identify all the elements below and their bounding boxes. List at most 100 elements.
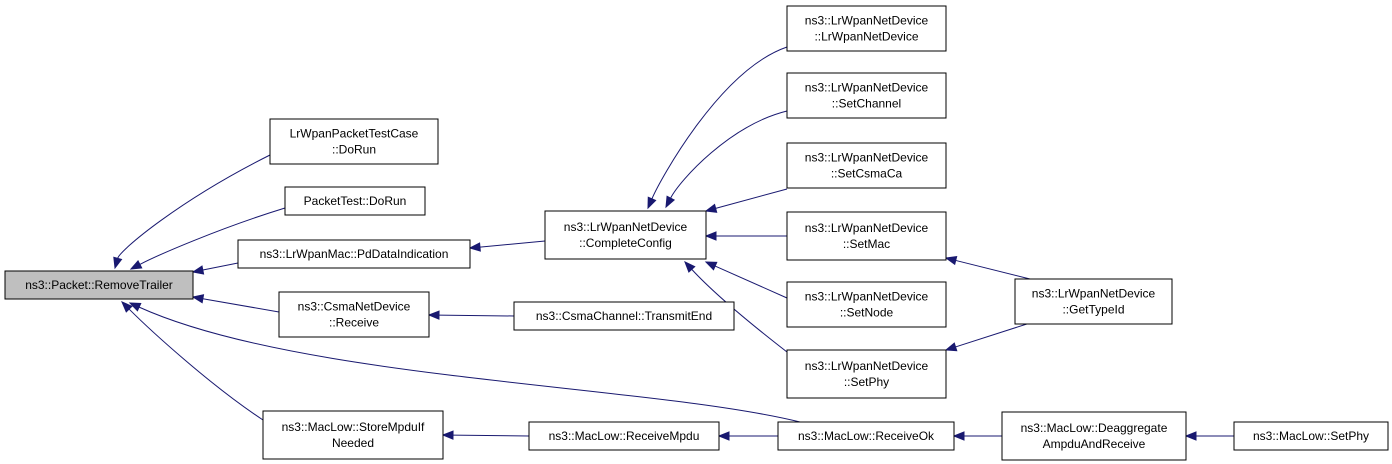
- node-set-node[interactable]: ns3::LrWpanNetDevice::SetNode: [786, 281, 947, 328]
- node-label-line: ::CompleteConfig: [579, 236, 672, 250]
- node-box: [777, 421, 955, 451]
- edge-arrowhead: [129, 259, 143, 270]
- node-receive-ok[interactable]: ns3::MacLow::ReceiveOk: [777, 421, 955, 451]
- node-label-line: ns3::LrWpanNetDevice: [564, 220, 688, 234]
- edge-arrowhead: [952, 431, 965, 441]
- edge-set_channel-to-complete_config: [665, 110, 788, 209]
- edge-packet_test-to-remove_trailer: [129, 207, 286, 270]
- node-box: [786, 142, 947, 189]
- node-label-line: ns3::LrWpanNetDevice: [805, 14, 929, 28]
- node-box: [786, 5, 947, 52]
- node-label-line: ns3::MacLow::Deaggregate: [1021, 421, 1168, 435]
- node-label-line: ns3::MacLow::StoreMpduIf: [282, 420, 425, 434]
- node-box: [4, 270, 194, 300]
- node-box: [1001, 411, 1187, 461]
- node-set-csmaca[interactable]: ns3::LrWpanNetDevice::SetCsmaCa: [786, 142, 947, 189]
- node-label-line: LrWpanPacketTestCase: [290, 127, 419, 141]
- node-lrwpan-packet-test[interactable]: LrWpanPacketTestCase::DoRun: [269, 118, 439, 165]
- edge-set_csmaca-to-complete_config: [704, 188, 788, 213]
- edge-arrowhead: [704, 231, 717, 241]
- node-get-type-id[interactable]: ns3::LrWpanNetDevice::GetTypeId: [1014, 278, 1173, 325]
- node-complete-config[interactable]: ns3::LrWpanNetDevice::CompleteConfig: [544, 210, 707, 260]
- edge-line: [651, 46, 788, 200]
- node-label-line: Needed: [332, 436, 374, 450]
- edge-line: [452, 434, 530, 437]
- edge-receive_ok-to-remove_trailer: [128, 302, 801, 423]
- node-box: [786, 281, 947, 328]
- edge-arrowhead: [647, 196, 657, 210]
- node-label-line: ::SetMac: [843, 237, 890, 251]
- edge-arrowhead: [427, 310, 440, 320]
- node-label-line: ns3::LrWpanNetDevice: [805, 359, 929, 373]
- node-box: [262, 410, 444, 460]
- edge-store_mpdu-to-remove_trailer: [121, 301, 264, 421]
- edge-deaggregate-to-receive_ok: [952, 431, 1002, 441]
- edge-transmit_end-to-csma_receive: [427, 310, 515, 320]
- edge-line: [670, 110, 788, 199]
- edge-get_type_id-to-set_mac: [944, 255, 1031, 280]
- node-csma-receive[interactable]: ns3::CsmaNetDevice::Receive: [278, 291, 430, 338]
- edge-line: [714, 265, 788, 299]
- edge-ctor-to-complete_config: [647, 46, 788, 210]
- node-box: [284, 186, 426, 216]
- edge-arrowhead: [1184, 431, 1197, 441]
- node-set-mac[interactable]: ns3::LrWpanNetDevice::SetMac: [786, 211, 947, 261]
- node-label-line: ns3::LrWpanNetDevice: [1032, 287, 1156, 301]
- node-label-line: ns3::LrWpanNetDevice: [805, 81, 929, 95]
- edge-line: [128, 308, 264, 421]
- node-set-channel[interactable]: ns3::LrWpanNetDevice::SetChannel: [786, 72, 947, 119]
- node-box: [1014, 278, 1173, 325]
- node-pd-data-indication[interactable]: ns3::LrWpanMac::PdDataIndication: [237, 239, 471, 269]
- node-label-line: ::Receive: [329, 316, 379, 330]
- node-label-line: ns3::LrWpanNetDevice: [805, 151, 929, 165]
- edge-arrowhead: [191, 294, 205, 304]
- edge-csma_receive-to-remove_trailer: [191, 294, 280, 313]
- node-label-line: ns3::MacLow::SetPhy: [1253, 429, 1369, 443]
- node-label-line: ns3::MacLow::ReceiveMpdu: [549, 429, 700, 443]
- node-box: [269, 118, 439, 165]
- node-transmit-end[interactable]: ns3::CsmaChannel::TransmitEnd: [513, 301, 735, 331]
- node-mac-set-phy[interactable]: ns3::MacLow::SetPhy: [1233, 421, 1389, 451]
- edge-arrowhead: [704, 261, 718, 271]
- node-set-phy[interactable]: ns3::LrWpanNetDevice::SetPhy: [786, 349, 947, 399]
- node-label-line: ::SetNode: [840, 306, 894, 320]
- node-box: [1233, 421, 1389, 451]
- node-receive-mpdu[interactable]: ns3::MacLow::ReceiveMpdu: [528, 421, 720, 451]
- node-label-line: PacketTest::DoRun: [304, 194, 407, 208]
- node-box: [528, 421, 720, 451]
- edge-line: [479, 240, 546, 248]
- edge-line: [955, 322, 1031, 348]
- node-remove-trailer[interactable]: ns3::Packet::RemoveTrailer: [4, 270, 194, 300]
- node-label-line: ns3::CsmaNetDevice: [298, 300, 411, 314]
- edge-arrowhead: [717, 431, 730, 441]
- node-packet-test[interactable]: PacketTest::DoRun: [284, 186, 426, 216]
- node-label-line: ns3::CsmaChannel::TransmitEnd: [536, 309, 712, 323]
- edge-arrowhead: [944, 342, 958, 352]
- node-label-line: ::SetCsmaCa: [831, 167, 903, 181]
- node-label-line: ns3::LrWpanNetDevice: [805, 290, 929, 304]
- node-label-line: ns3::MacLow::ReceiveOk: [798, 429, 935, 443]
- edge-lrwpan_packet_test-to-remove_trailer: [113, 154, 271, 270]
- edge-complete_config-to-pd_data_indication: [468, 240, 546, 252]
- edge-mac_set_phy-to-deaggregate: [1184, 431, 1234, 441]
- node-label-line: ::GetTypeId: [1062, 303, 1124, 317]
- node-ctor[interactable]: ns3::LrWpanNetDevice::LrWpanNetDevice: [786, 5, 947, 52]
- edge-arrowhead: [684, 261, 696, 273]
- nodes-layer: ns3::Packet::RemoveTrailer LrWpanPacketTe…: [4, 5, 1389, 461]
- edge-set_node-to-complete_config: [704, 261, 788, 299]
- edge-line: [138, 306, 801, 423]
- edge-get_type_id-to-set_phy: [944, 322, 1031, 352]
- node-box: [786, 349, 947, 399]
- edge-receive_mpdu-to-store_mpdu: [441, 430, 530, 440]
- node-box: [237, 239, 471, 269]
- node-label-line: ns3::Packet::RemoveTrailer: [25, 278, 173, 292]
- edge-set_mac-to-complete_config: [704, 231, 787, 241]
- edge-line: [438, 314, 515, 317]
- node-box: [513, 301, 735, 331]
- node-label-line: ns3::LrWpanMac::PdDataIndication: [260, 247, 449, 261]
- edge-pd_data_indication-to-remove_trailer: [191, 262, 239, 275]
- edge-arrowhead: [191, 265, 205, 275]
